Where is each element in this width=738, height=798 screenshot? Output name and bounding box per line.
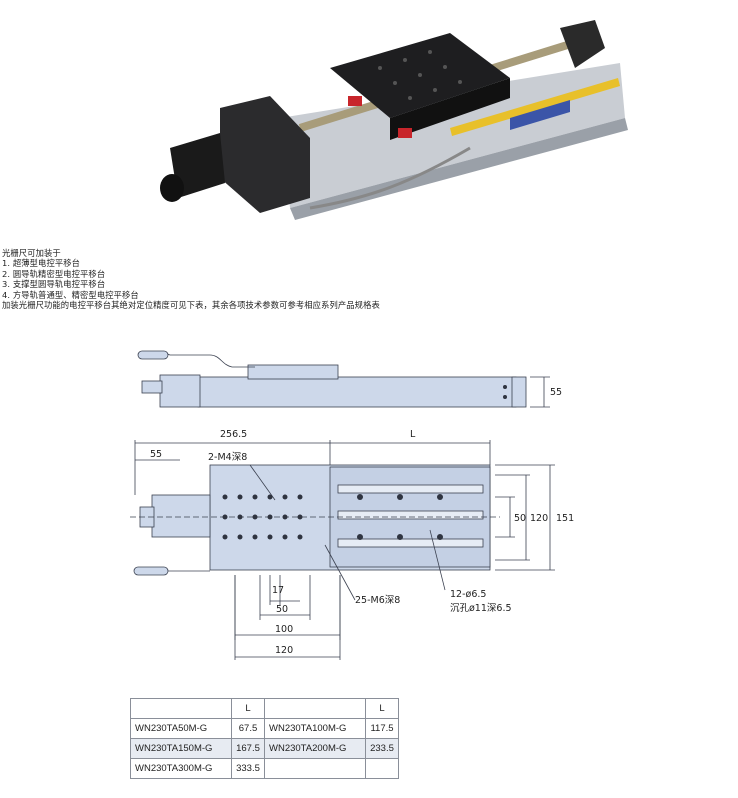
l-cell (365, 758, 399, 779)
label-holes: 12-ø6.5 (450, 589, 486, 600)
dim-120-inner: 120 (530, 513, 548, 524)
l-cell: 167.5 (231, 738, 265, 759)
dim-offset: 55 (150, 449, 162, 460)
model-cell: WN230TA100M-G (264, 718, 366, 739)
model-cell: WN230TA50M-G (130, 718, 232, 739)
model-cell: WN230TA200M-G (264, 738, 366, 759)
table-row: WN230TA50M-G 67.5 WN230TA100M-G 117.5 (130, 718, 399, 739)
dim-50: 50 (276, 604, 288, 615)
note-line: 光栅尺可加装于 (2, 248, 61, 258)
notes-block: 光栅尺可加装于 1. 超薄型电控平移台 2. 圆导轨精密型电控平移台 3. 支撑… (2, 248, 380, 310)
label-counterbore: 沉孔ø11深6.5 (450, 603, 512, 614)
model-cell: WN230TA300M-G (130, 758, 232, 779)
dim-length-var: L (410, 429, 416, 440)
l-cell: 67.5 (231, 718, 265, 739)
l-cell: 117.5 (365, 718, 399, 739)
technical-drawing: 55 256.5 L 55 2-M4深8 50 120 151 17 50 10… (130, 350, 574, 660)
label-holes-top: 2-M4深8 (208, 452, 247, 463)
product-photo (160, 20, 628, 220)
dim-height: 55 (550, 387, 562, 398)
table-row: WN230TA300M-G 333.5 (130, 758, 399, 779)
table-row: WN230TA150M-G 167.5 WN230TA200M-G 233.5 (130, 738, 399, 759)
model-cell (264, 758, 366, 779)
dim-151: 151 (556, 513, 574, 524)
dim-17: 17 (272, 585, 284, 596)
model-cell: WN230TA150M-G (130, 738, 232, 759)
note-line: 2. 圆导轨精密型电控平移台 (2, 268, 106, 279)
header-l: L (231, 698, 265, 719)
dim-50-inner: 50 (514, 513, 526, 524)
note-line: 3. 支撑型圆导轨电控平移台 (2, 279, 106, 290)
note-line: 1. 超薄型电控平移台 (2, 258, 81, 269)
dim-120: 120 (275, 645, 293, 656)
label-m6: 25-M6深8 (355, 595, 400, 606)
l-cell: 333.5 (231, 758, 265, 779)
table-header-row: L L (130, 698, 399, 719)
spec-table: L L WN230TA50M-G 67.5 WN230TA100M-G 117.… (130, 698, 399, 779)
note-line: 4. 方导轨普通型、精密型电控平移台 (2, 289, 139, 300)
dim-length-fixed: 256.5 (220, 429, 247, 440)
note-line: 加装光栅尺功能的电控平移台其绝对定位精度可见下表，其余各项技术参数可参考相应系列… (2, 300, 380, 311)
dim-100: 100 (275, 624, 293, 635)
l-cell: 233.5 (365, 738, 399, 759)
header-l: L (365, 698, 399, 719)
